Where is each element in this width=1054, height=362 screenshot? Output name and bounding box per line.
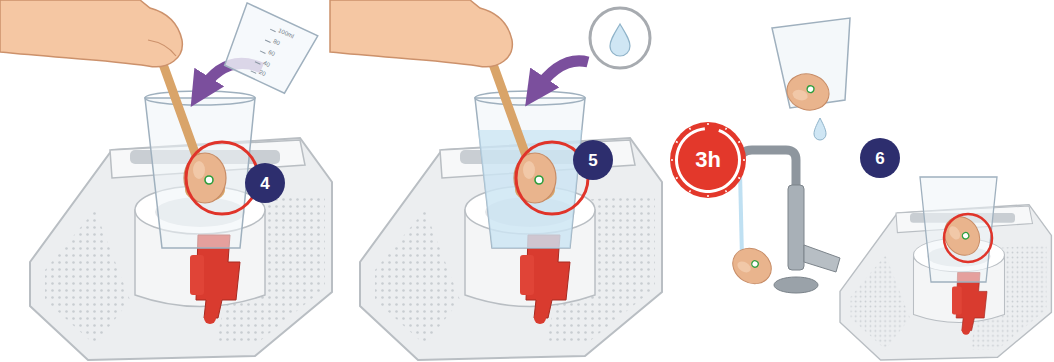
- step-badge: 4: [245, 163, 285, 203]
- egg: [783, 69, 833, 114]
- step-number: 5: [588, 152, 597, 169]
- faucet-body: [788, 185, 804, 270]
- faucet-spout: [740, 150, 796, 188]
- timer-tick: [707, 195, 709, 197]
- badge-circle: [245, 163, 285, 203]
- step-6-scene: [726, 18, 1051, 360]
- glass-rim: [475, 91, 585, 105]
- drop-icon-ring: [590, 8, 650, 68]
- hand: [330, 0, 512, 67]
- timer-tick: [676, 142, 678, 143]
- duration-label: 3h: [695, 149, 721, 171]
- badge-circle: [860, 138, 900, 178]
- timer-tick: [690, 190, 691, 192]
- timer-tick: [726, 190, 727, 192]
- water-drop: [610, 24, 630, 56]
- timer-tick: [676, 178, 678, 179]
- step-badge: 5: [573, 140, 613, 180]
- glass: [475, 98, 585, 248]
- badge-circle: [573, 140, 613, 180]
- glass: [920, 177, 997, 282]
- highlight-circle: [944, 214, 992, 262]
- faucet-base: [774, 277, 818, 293]
- faucet-handle: [804, 245, 840, 272]
- timer-badge: 3h: [670, 122, 746, 198]
- step-badge: 6: [860, 138, 900, 178]
- timer-tick: [690, 128, 691, 130]
- water-drop: [814, 118, 826, 140]
- step-number: 4: [260, 175, 269, 192]
- measuring-cup: [219, 3, 318, 96]
- timer-tick: [738, 142, 740, 143]
- finger-line: [148, 40, 176, 56]
- step-4-scene: [0, 0, 332, 360]
- timer-tick: [707, 123, 709, 125]
- timer-tick: [743, 159, 745, 161]
- step-number: 6: [875, 150, 884, 167]
- egg: [726, 241, 777, 290]
- water-stream: [740, 172, 742, 258]
- step-5-scene: [330, 0, 662, 360]
- glass-rim: [145, 91, 255, 105]
- glass: [145, 98, 255, 248]
- badge-circle: [670, 122, 746, 198]
- timer-tick: [738, 178, 740, 179]
- timer-ring: [675, 127, 741, 193]
- timer-tick: [726, 128, 727, 130]
- timer-tick: [671, 159, 673, 161]
- hand: [0, 0, 182, 67]
- pour-arrow: [535, 61, 588, 92]
